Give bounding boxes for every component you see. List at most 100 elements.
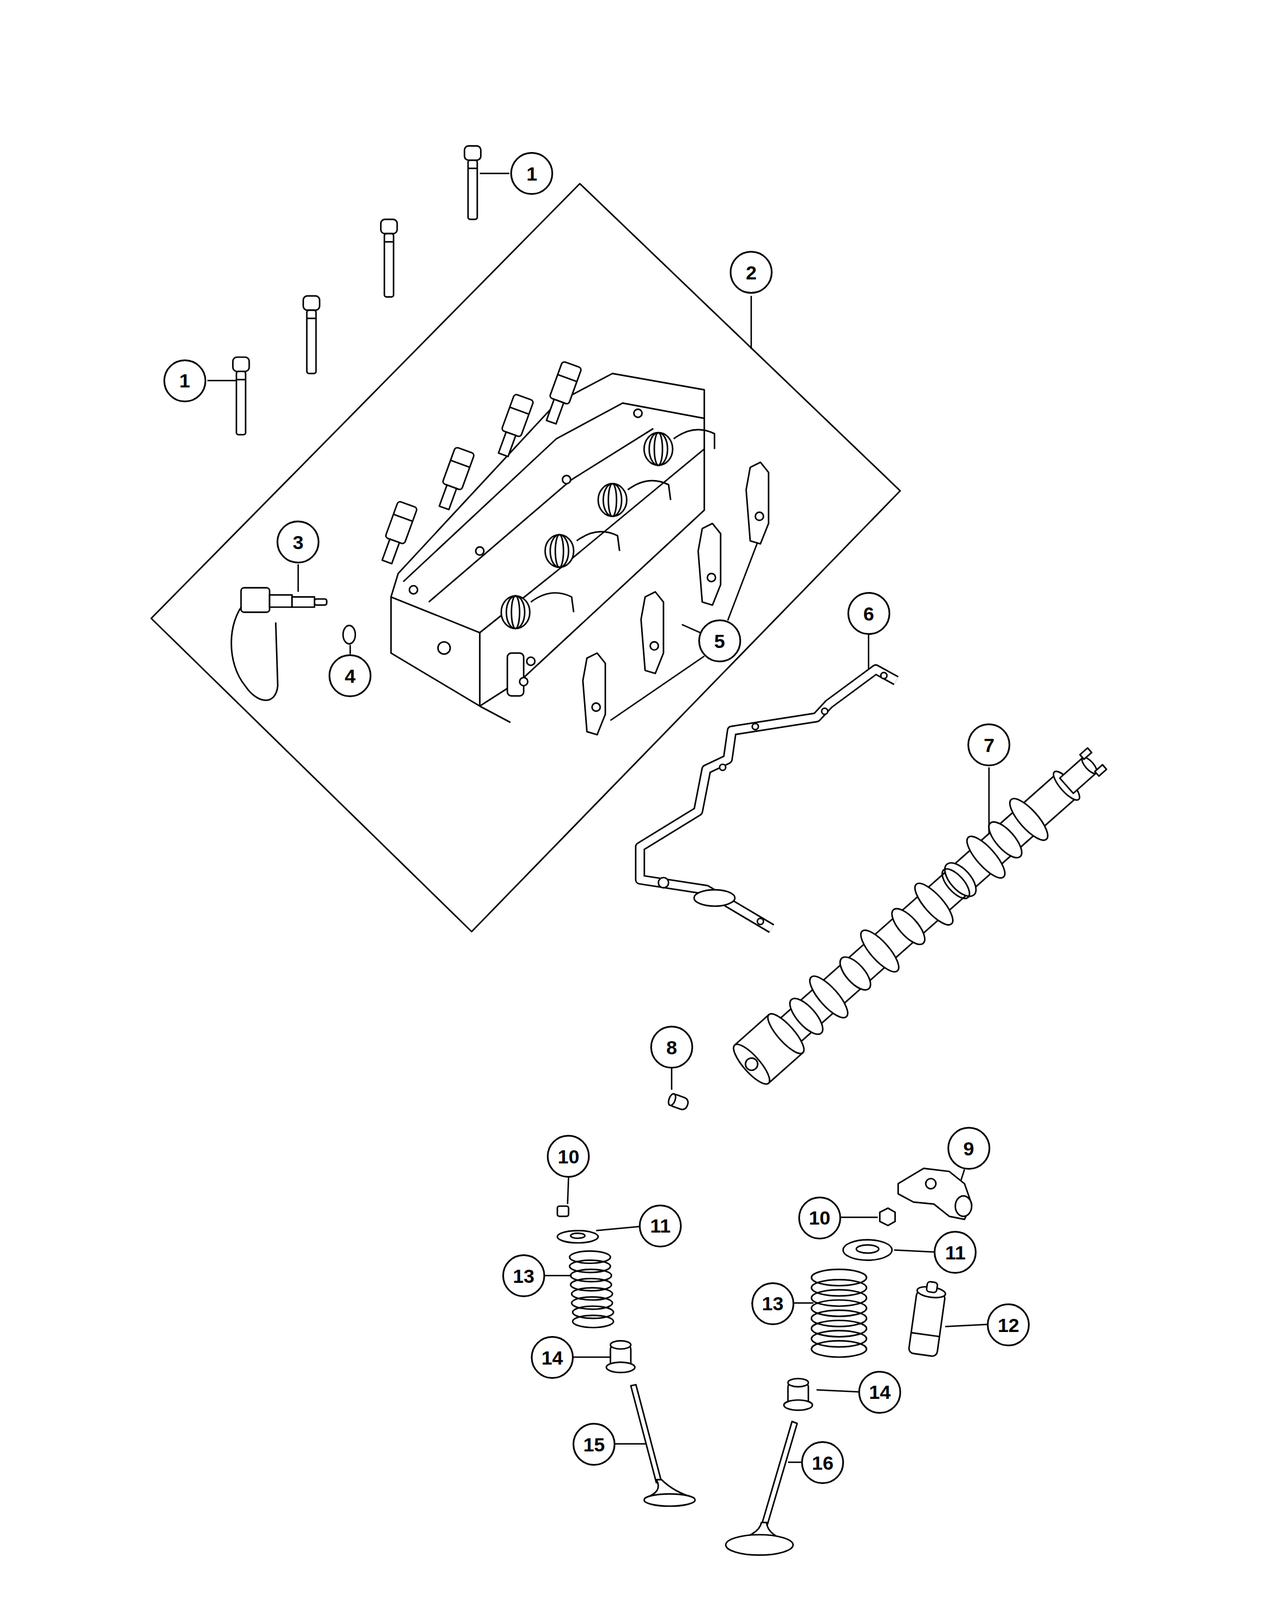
callout-number: 11 bbox=[945, 1242, 966, 1263]
bolt bbox=[233, 357, 250, 435]
bolt bbox=[303, 296, 320, 374]
sensor bbox=[292, 597, 315, 608]
rocker-arm bbox=[641, 592, 664, 674]
bolt bbox=[303, 296, 320, 311]
valve-spring bbox=[811, 1300, 867, 1317]
rocker-assembly bbox=[649, 432, 668, 466]
rocker-assembly bbox=[437, 641, 450, 654]
sensor bbox=[231, 588, 327, 701]
leader-line bbox=[297, 564, 300, 592]
rocker-arm bbox=[592, 702, 600, 711]
leader-line bbox=[349, 645, 352, 655]
leader-line bbox=[750, 296, 752, 350]
callout-number: 13 bbox=[512, 1266, 535, 1286]
rocker-assembly bbox=[526, 657, 535, 666]
rocker-arm bbox=[698, 523, 721, 606]
camshaft bbox=[1049, 745, 1110, 804]
leader-line bbox=[841, 1216, 878, 1219]
rocker-assembly bbox=[549, 361, 582, 405]
callout-circle: 13 bbox=[502, 1254, 546, 1298]
valve-spring bbox=[811, 1269, 867, 1358]
callout-circle: 10 bbox=[798, 1196, 842, 1240]
callout-number: 10 bbox=[557, 1146, 580, 1167]
leader-line bbox=[670, 1068, 673, 1091]
camshaft bbox=[728, 1009, 810, 1089]
rocker-assembly bbox=[550, 534, 569, 568]
callout-circle: 14 bbox=[530, 1336, 574, 1379]
rocker-assembly bbox=[409, 585, 418, 594]
leader-line bbox=[545, 1274, 572, 1277]
valve-spring bbox=[811, 1279, 867, 1296]
leader-line bbox=[162, 173, 989, 1463]
rocker-assembly bbox=[509, 407, 530, 415]
rocker-assembly bbox=[377, 361, 715, 723]
bolt bbox=[380, 219, 398, 234]
bolt bbox=[306, 317, 316, 320]
rocker-assembly bbox=[480, 706, 511, 723]
rocker-assembly bbox=[403, 402, 705, 582]
rocker-assembly bbox=[576, 531, 620, 551]
valve-seal bbox=[784, 1378, 813, 1411]
callout-number: 9 bbox=[963, 1138, 975, 1159]
callout-circle: 15 bbox=[572, 1422, 616, 1466]
callout-circle: 13 bbox=[751, 1282, 795, 1326]
valve-keeper bbox=[557, 1206, 569, 1217]
valve-seal bbox=[788, 1378, 809, 1387]
camshaft bbox=[742, 1055, 760, 1073]
leader-line bbox=[788, 1461, 802, 1464]
rocker-assembly bbox=[476, 546, 484, 555]
leader-line bbox=[567, 1177, 569, 1204]
callout-number: 3 bbox=[292, 532, 304, 552]
gasket bbox=[821, 708, 828, 715]
rocker-assembly bbox=[506, 596, 525, 629]
rocker-assembly bbox=[382, 538, 400, 564]
camshaft bbox=[886, 903, 931, 950]
dowel-pin bbox=[666, 1092, 677, 1107]
bolt bbox=[233, 145, 482, 435]
callout-number: 4 bbox=[344, 666, 356, 686]
rocker-assembly bbox=[511, 596, 520, 629]
valve-seal bbox=[610, 1340, 631, 1349]
rocker-assembly bbox=[598, 483, 627, 516]
callout-number: 12 bbox=[997, 1315, 1020, 1335]
camshaft bbox=[886, 903, 931, 950]
rocker-assembly bbox=[393, 514, 413, 522]
callout-number: 2 bbox=[745, 262, 757, 283]
camshaft bbox=[1080, 748, 1092, 760]
valve-spring bbox=[572, 1315, 614, 1328]
callout-circle: 10 bbox=[546, 1134, 590, 1178]
callout-number: 13 bbox=[761, 1293, 784, 1314]
callout-number: 1 bbox=[526, 164, 538, 184]
valve-seal bbox=[606, 1340, 635, 1372]
camshaft bbox=[755, 785, 1067, 1062]
rocker-assembly bbox=[439, 485, 457, 510]
rocker-assembly bbox=[633, 409, 642, 418]
callout-circle: 16 bbox=[801, 1441, 844, 1484]
gasket bbox=[640, 669, 896, 929]
valve-spring bbox=[811, 1330, 867, 1348]
callout-circle: 6 bbox=[847, 592, 891, 635]
callout-circle: 9 bbox=[947, 1126, 991, 1170]
valve-spring bbox=[811, 1310, 867, 1327]
leader-line bbox=[480, 172, 510, 175]
callout-number: 14 bbox=[869, 1382, 891, 1402]
spring-retainer bbox=[842, 1240, 892, 1261]
callout-circle: 12 bbox=[986, 1303, 1030, 1347]
callout-circle: 4 bbox=[328, 654, 372, 698]
rocker-assembly bbox=[390, 373, 704, 707]
callout-circle: 5 bbox=[698, 619, 742, 663]
camshaft bbox=[939, 857, 982, 902]
gasket bbox=[719, 764, 726, 771]
leader-line bbox=[816, 1389, 859, 1392]
valve-seal bbox=[784, 1400, 813, 1411]
rocker-assembly bbox=[546, 399, 564, 424]
rocker-assembly bbox=[545, 534, 574, 568]
rocker-assembly bbox=[603, 483, 622, 516]
rocker-arm bbox=[698, 523, 721, 606]
valve-keeper bbox=[880, 1208, 896, 1226]
rocker-assembly bbox=[501, 393, 534, 438]
bolt bbox=[233, 357, 250, 372]
camshaft bbox=[755, 785, 1067, 1062]
gasket bbox=[757, 918, 764, 925]
rocker-assembly bbox=[498, 432, 516, 457]
